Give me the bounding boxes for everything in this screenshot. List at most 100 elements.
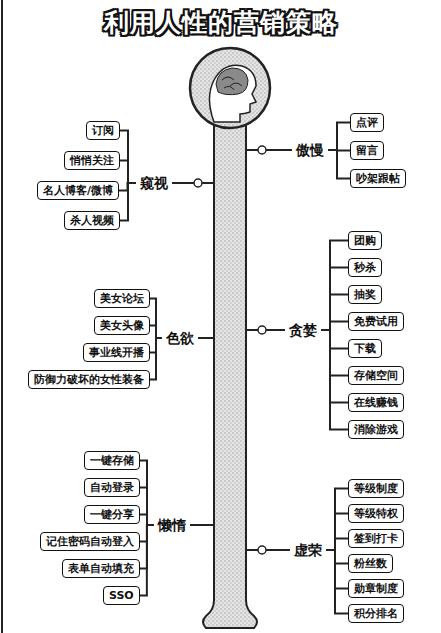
branch-connector xyxy=(321,330,348,376)
node-text: 下载 xyxy=(354,342,376,355)
leaf-box: 名人博客/微博 xyxy=(37,181,119,200)
branch-connector xyxy=(321,241,348,331)
leaf-box: 秒杀 xyxy=(348,258,382,277)
branch-lines xyxy=(172,150,292,550)
leaf-box: 粉丝数 xyxy=(348,554,393,573)
branch-connector xyxy=(140,488,154,526)
branch-connector xyxy=(150,326,162,339)
node-text: 杀人视频 xyxy=(70,214,114,227)
branch-connector xyxy=(326,489,348,551)
node-text: 名人博客/微博 xyxy=(43,184,113,197)
leaf-box: 团购 xyxy=(348,231,382,250)
head-silhouette xyxy=(209,65,256,122)
leaf-box: 美女头像 xyxy=(94,316,150,335)
category-label: 傲慢 xyxy=(292,140,328,160)
branch-connector xyxy=(326,550,348,564)
branch-connector xyxy=(120,131,136,184)
node-text: 粉丝数 xyxy=(354,557,387,570)
branch-connector xyxy=(140,461,154,526)
node-text: 团购 xyxy=(354,234,376,247)
leaf-box: 一键存储 xyxy=(84,451,140,470)
head-circle xyxy=(190,48,270,128)
branch-connector xyxy=(326,514,348,551)
node-text: 积分排名 xyxy=(354,607,398,620)
leaf-box: 自动登录 xyxy=(84,478,140,497)
node-text: 事业线开播 xyxy=(89,346,144,359)
node-text: 点评 xyxy=(356,116,378,129)
spine-bone xyxy=(203,118,257,628)
leaf-box: 杀人视频 xyxy=(64,211,120,230)
node-text: 表单自动填充 xyxy=(68,562,134,575)
node-text: 虚荣 xyxy=(294,542,322,558)
branch-connector xyxy=(150,338,162,380)
category-label: 色欲 xyxy=(162,328,198,348)
branch-connector xyxy=(321,322,348,331)
leaf-box: 表单自动填充 xyxy=(62,559,140,578)
category-label: 窥视 xyxy=(136,173,172,193)
node-text: 美女论坛 xyxy=(100,292,144,305)
node-text: 懒惰 xyxy=(158,517,186,533)
node-text: 色欲 xyxy=(166,330,194,346)
leaf-box: 防御力破坏的女性装备 xyxy=(28,370,150,389)
node-text: 秒杀 xyxy=(354,261,376,274)
node-text: 防御力破坏的女性装备 xyxy=(34,373,144,386)
leaf-box: 等级制度 xyxy=(348,479,404,498)
category-label: 虚荣 xyxy=(290,540,326,560)
branch-connector xyxy=(328,123,350,151)
node-text: 等级特权 xyxy=(354,507,398,520)
node-text: 留言 xyxy=(356,144,378,157)
category-label: 懒惰 xyxy=(154,515,190,535)
node-text: 消除游戏 xyxy=(354,423,398,436)
node-text: 自动登录 xyxy=(90,481,134,494)
branch-connector xyxy=(120,183,136,221)
leaf-box: 美女论坛 xyxy=(94,289,150,308)
branch-connector xyxy=(321,330,348,403)
leaf-box: 抽奖 xyxy=(348,285,382,304)
category-label: 贪婪 xyxy=(285,320,321,340)
branch-connector xyxy=(140,525,154,596)
node-text: SSO xyxy=(109,589,134,602)
node-text: 傲慢 xyxy=(296,142,324,158)
node-text: 贪婪 xyxy=(289,322,317,338)
node-text: 免费试用 xyxy=(354,315,398,328)
leaf-box: 存储空间 xyxy=(348,366,404,385)
branch-connector xyxy=(321,268,348,331)
leaf-box: 事业线开播 xyxy=(83,343,150,362)
leaf-box: 在线赚钱 xyxy=(348,393,404,412)
leaf-box: 一键分享 xyxy=(84,505,140,524)
node-text: 签到打卡 xyxy=(354,532,398,545)
leaf-box: 勋章制度 xyxy=(348,579,404,598)
node-text: 吵架跟帖 xyxy=(356,172,400,185)
branch-connector xyxy=(328,150,350,179)
branch-connector xyxy=(326,550,348,589)
leaf-box: 积分排名 xyxy=(348,604,404,623)
branch-connector xyxy=(326,550,348,614)
node-text: 一键分享 xyxy=(90,508,134,521)
title: 利用人性的营销策略 xyxy=(0,6,441,39)
node-text: 在线赚钱 xyxy=(354,396,398,409)
leaf-box: 订阅 xyxy=(86,121,120,140)
node-text: 窥视 xyxy=(140,175,168,191)
node-text: 悄悄关注 xyxy=(70,154,114,167)
leaf-box: 消除游戏 xyxy=(348,420,404,439)
branch-connector xyxy=(120,161,136,184)
leaf-box: 签到打卡 xyxy=(348,529,404,548)
leaf-box: 吵架跟帖 xyxy=(350,169,406,188)
node-text: 存储空间 xyxy=(354,369,398,382)
leaf-box: SSO xyxy=(103,586,140,605)
branch-connector xyxy=(321,330,348,349)
branch-connector xyxy=(150,299,162,339)
node-text: 记住密码自动登入 xyxy=(46,535,134,548)
brain-folds xyxy=(222,77,242,90)
branch-connector xyxy=(140,515,154,526)
brain-icon xyxy=(216,68,248,95)
branch-connector xyxy=(326,539,348,551)
leaf-box: 记住密码自动登入 xyxy=(40,532,140,551)
leaf-box: 等级特权 xyxy=(348,504,404,523)
branch-connector xyxy=(321,330,348,430)
node-text: 等级制度 xyxy=(354,482,398,495)
node-text: 抽奖 xyxy=(354,288,376,301)
node-text: 勋章制度 xyxy=(354,582,398,595)
frame-line xyxy=(1,0,3,633)
